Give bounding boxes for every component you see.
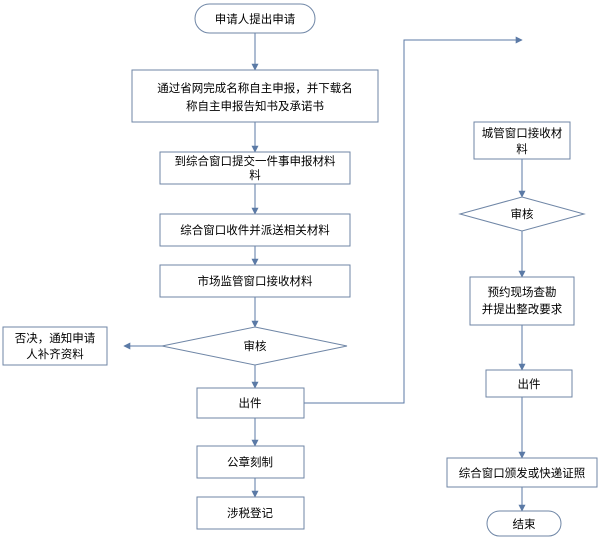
node-inspect: 预约现场查勘 并提出整改要求 xyxy=(469,276,575,326)
node-submit-line-1: 到综合窗口提交一件事申报材料 xyxy=(175,154,336,168)
node-dispatch: 综合窗口收件并派送相关材料 xyxy=(159,213,351,247)
node-market-receive-label: 市场监管窗口接收材料 xyxy=(198,274,313,288)
node-review-right: 审核 xyxy=(458,196,586,232)
node-seal-label: 公章刻制 xyxy=(227,455,273,469)
node-start: 申请人提出申请 xyxy=(194,3,316,34)
node-dispatch-label: 综合窗口收件并派送相关材料 xyxy=(180,223,330,237)
node-issue-right-label: 出件 xyxy=(518,377,541,391)
node-end-label: 结束 xyxy=(513,517,536,531)
node-tax: 涉税登记 xyxy=(196,496,305,530)
node-reject-line-2: 人补齐资料 xyxy=(26,347,84,361)
node-self-declare-line-1: 通过省网完成名称自主申报，并下载名 xyxy=(157,81,353,95)
node-deliver: 综合窗口颁发或快递证照 xyxy=(446,457,598,488)
node-deliver-label: 综合窗口颁发或快递证照 xyxy=(459,466,586,480)
node-reject: 否决，通知申请 人补齐资料 xyxy=(2,326,108,366)
node-reject-line-1: 否决，通知申请 xyxy=(15,331,96,345)
node-end: 结束 xyxy=(486,510,562,537)
node-review-left: 审核 xyxy=(161,326,348,366)
node-seal: 公章刻制 xyxy=(196,445,305,479)
node-review-left-label: 审核 xyxy=(244,339,267,353)
node-submit: 到综合窗口提交一件事申报材料 料 xyxy=(159,151,351,185)
node-inspect-line-2: 并提出整改要求 xyxy=(482,302,563,316)
node-urban-receive-line-1: 城管窗口接收材 xyxy=(482,126,563,140)
node-tax-label: 涉税登记 xyxy=(227,506,273,520)
edge-issue-to-urban xyxy=(304,36,523,404)
node-issue-left: 出件 xyxy=(196,387,305,419)
node-self-declare: 通过省网完成名称自主申报，并下载名 称自主申报告知书及承诺书 xyxy=(131,69,379,123)
node-submit-line-2: 料 xyxy=(249,168,261,182)
node-start-label: 申请人提出申请 xyxy=(215,12,296,26)
node-inspect-line-1: 预约现场查勘 xyxy=(488,285,557,299)
node-urban-receive-line-2: 料 xyxy=(516,142,528,156)
node-self-declare-line-2: 称自主申报告知书及承诺书 xyxy=(186,99,324,113)
node-urban-receive: 城管窗口接收材 料 xyxy=(473,121,571,160)
node-issue-left-label: 出件 xyxy=(239,396,262,410)
node-issue-right: 出件 xyxy=(485,369,573,398)
node-market-receive: 市场监管窗口接收材料 xyxy=(159,264,351,298)
node-review-right-label: 审核 xyxy=(511,207,534,221)
